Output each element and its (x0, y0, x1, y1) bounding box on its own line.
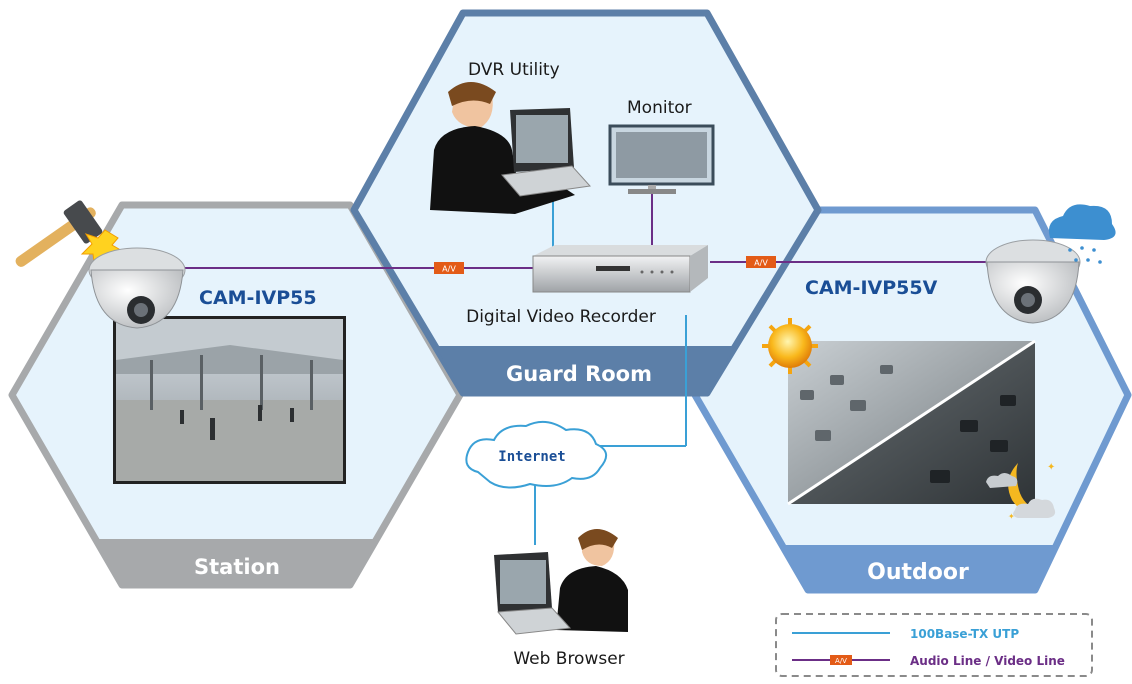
camera-left-label: CAM-IVP55 (199, 287, 317, 309)
svg-text:✦: ✦ (1008, 512, 1015, 521)
camera-right-label: CAM-IVP55V (805, 277, 938, 299)
av-tag-left: A/V (434, 262, 464, 274)
av-tag-right-label: A/V (754, 259, 768, 268)
laptop-operator-icon (501, 108, 591, 197)
dvr-icon (532, 245, 708, 293)
legend-utp-label: 100Base-TX UTP (910, 627, 1019, 641)
guard-room-label: Guard Room (506, 362, 652, 386)
dvr-utility-label: DVR Utility (468, 60, 560, 80)
av-tag-left-label: A/V (442, 265, 456, 274)
station-label: Station (194, 555, 280, 579)
legend: 100Base-TX UTP A/V Audio Line / Video Li… (775, 613, 1093, 677)
monitor-label: Monitor (627, 98, 692, 118)
web-user-person-icon (556, 529, 628, 632)
dvr-label: Digital Video Recorder (466, 307, 656, 327)
moon-icon: ✦ ✦ (986, 462, 1055, 521)
legend-av-tag (830, 655, 852, 665)
outdoor-label: Outdoor (867, 560, 969, 585)
internet-label: Internet (498, 449, 565, 465)
traffic-cctv-image (787, 339, 1036, 506)
web-browser-label: Web Browser (513, 649, 624, 669)
laptop-web-icon (494, 552, 572, 635)
camera-left-icon (88, 247, 186, 329)
monitor-icon (608, 124, 715, 194)
hammer-icon (15, 200, 126, 270)
av-tag-right: A/V (746, 256, 776, 268)
rain-cloud-icon (1048, 204, 1116, 264)
legend-av-tag-label: A/V (835, 657, 847, 665)
utp-lines (534, 193, 687, 545)
svg-text:✦: ✦ (1047, 462, 1055, 473)
legend-av-label: Audio Line / Video Line (910, 654, 1065, 668)
camera-right-icon (985, 239, 1081, 324)
sun-icon (762, 318, 818, 374)
internet-cloud-icon: Internet (465, 420, 607, 489)
station-cctv-image (113, 316, 346, 484)
